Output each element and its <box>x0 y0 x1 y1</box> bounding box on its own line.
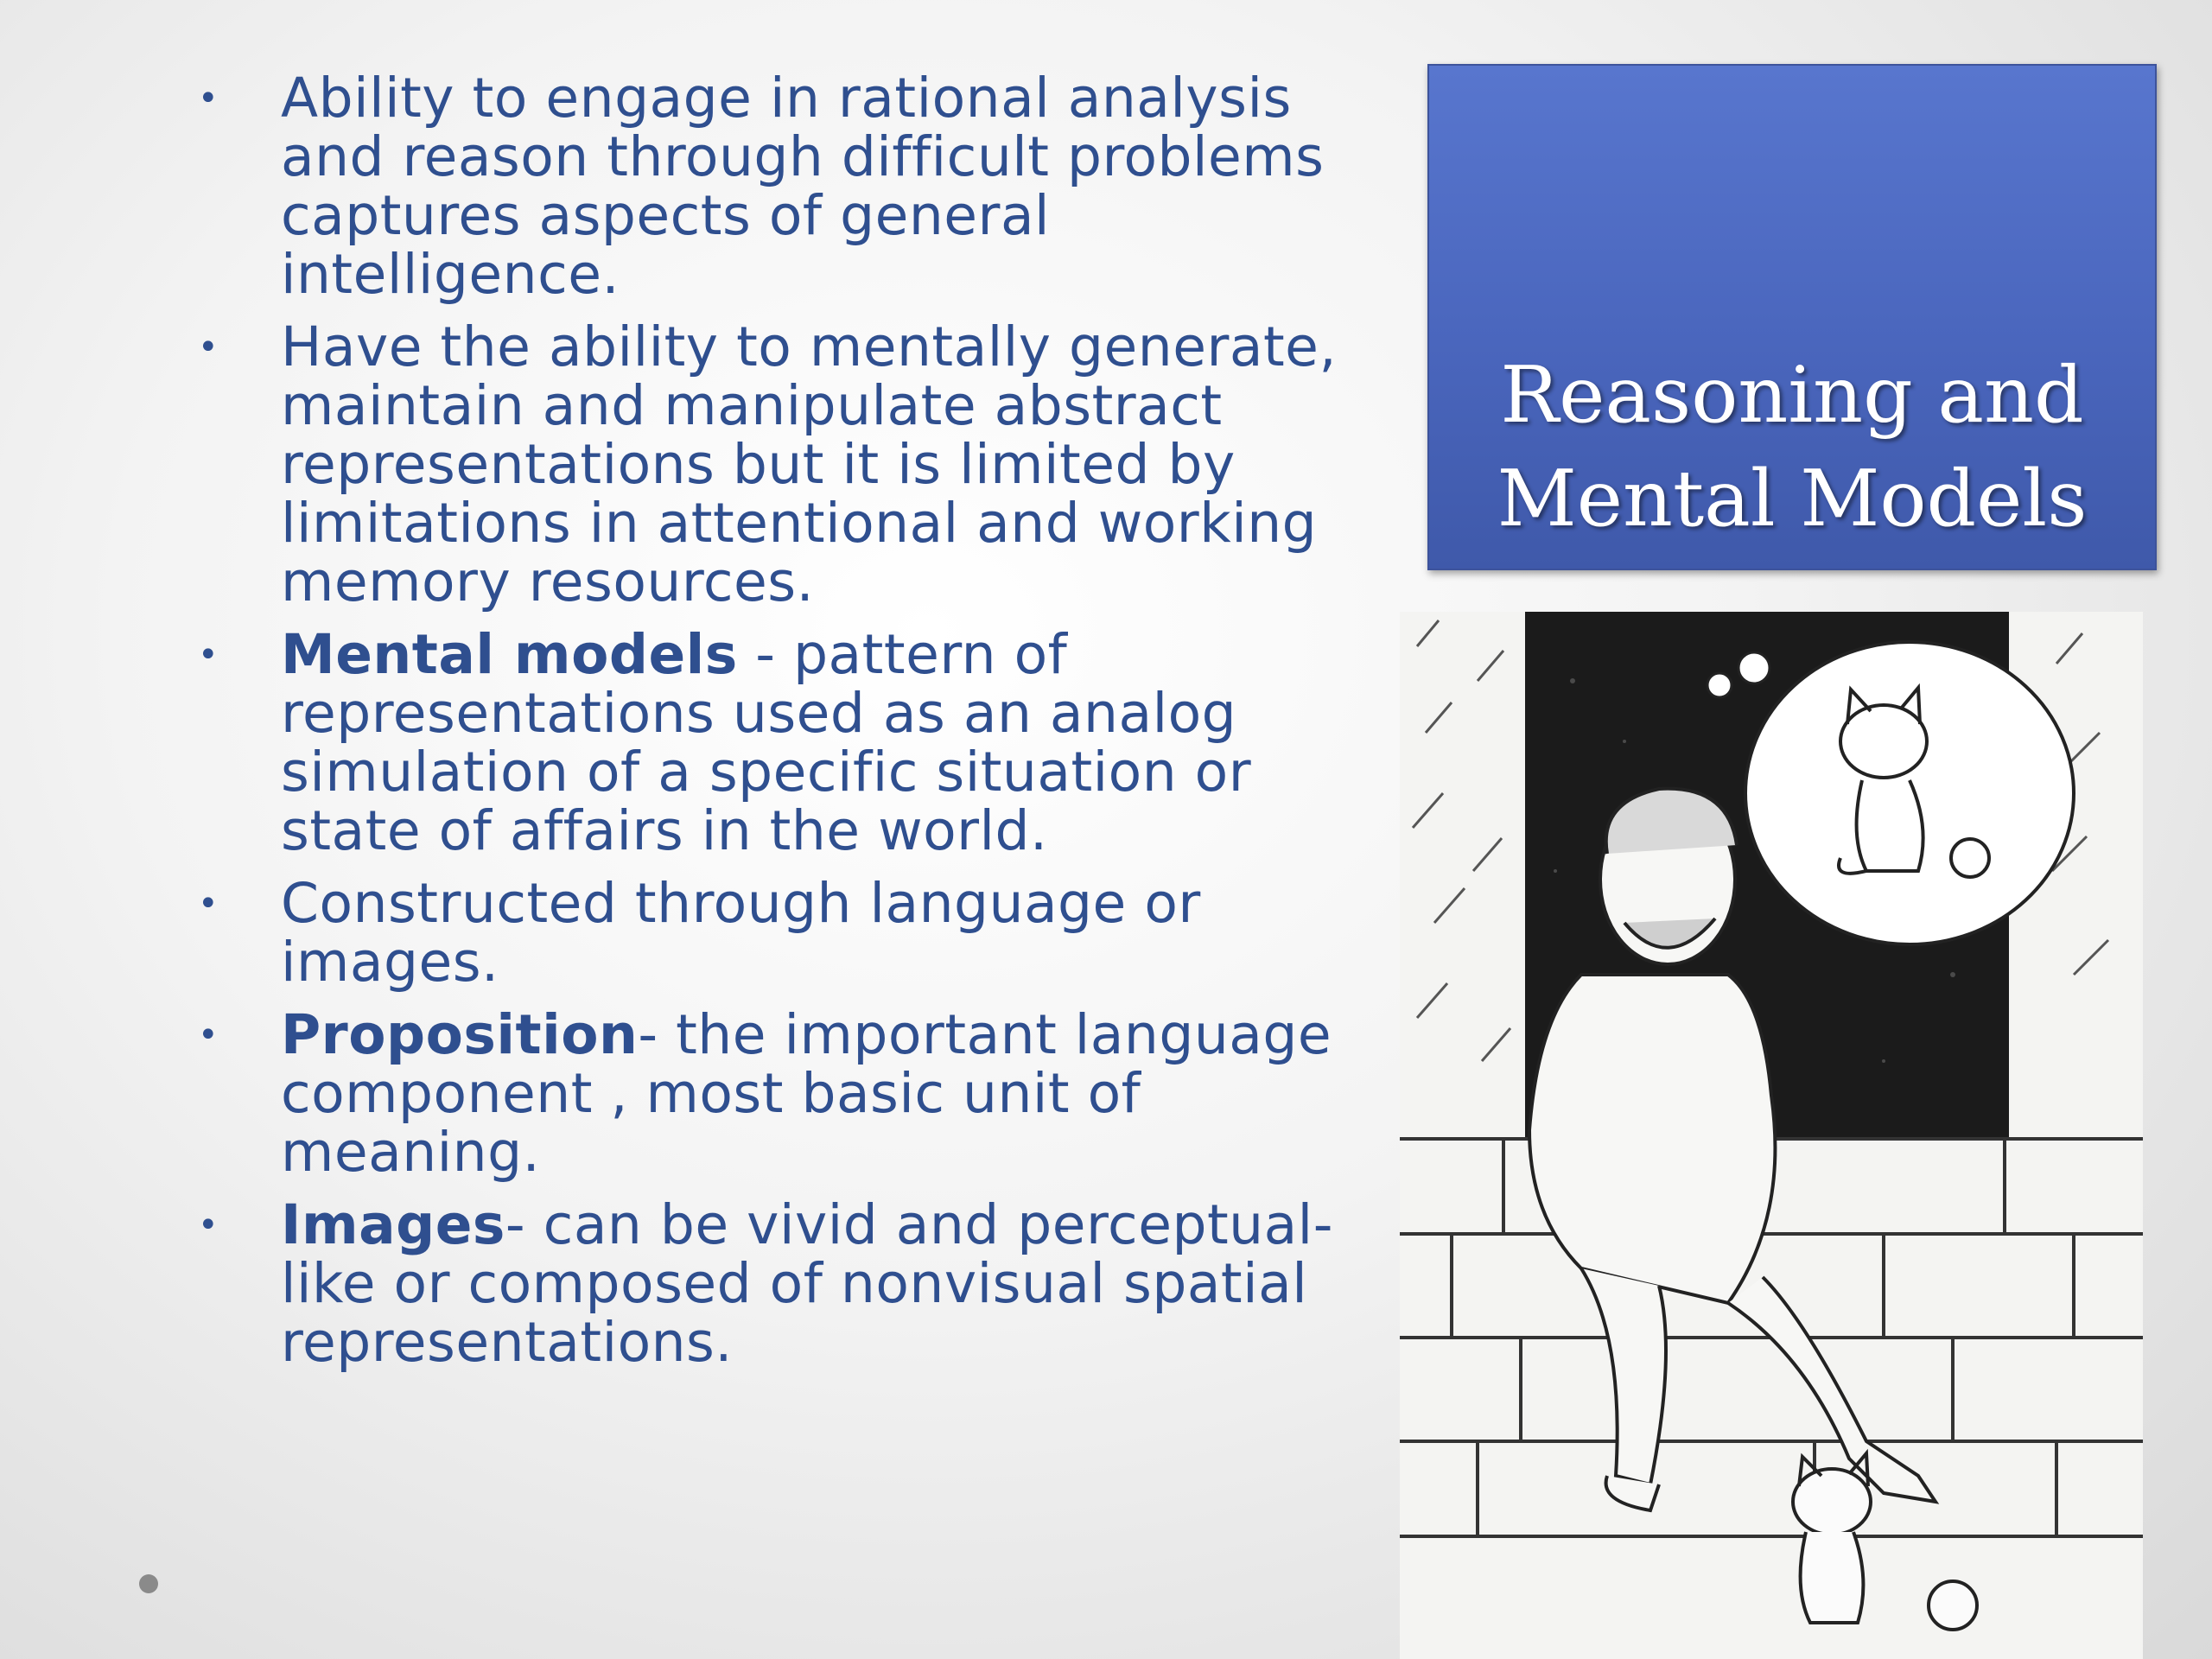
bullet-item-4: • Constructed through language or images… <box>186 874 1378 992</box>
man-figure <box>1527 786 1940 1513</box>
thought-bubble <box>1744 640 2075 946</box>
slide-title: Reasoning and Mental Models <box>1497 344 2088 551</box>
bullet-item-6: • Images- can be vivid and perceptual-li… <box>186 1196 1378 1372</box>
slide-title-box: Reasoning and Mental Models <box>1427 64 2157 570</box>
bullet-text-2: Have the ability to mentally generate, m… <box>281 315 1337 613</box>
bullet-bold-6: Images <box>281 1193 505 1256</box>
bullet-text-4: Constructed through language or images. <box>281 872 1201 994</box>
bullet-item-5: • Proposition- the important language co… <box>186 1006 1378 1182</box>
bullet-bold-5: Proposition <box>281 1003 639 1066</box>
bullet-bold-3: Mental models <box>281 623 738 686</box>
thinking-man-illustration <box>1400 612 2143 1659</box>
bullet-text-1: Ability to engage in rational analysis a… <box>281 67 1325 306</box>
bullet-dot-icon: • <box>198 635 219 675</box>
bullet-text-3: - pattern of representations used as an … <box>281 623 1252 862</box>
bullet-dot-icon: • <box>198 884 219 924</box>
bullet-text-6: - can be vivid and perceptual-like or co… <box>281 1193 1333 1374</box>
bullet-dot-icon: • <box>198 327 219 367</box>
slide-marker-dot <box>139 1574 158 1593</box>
bullet-item-1: • Ability to engage in rational analysis… <box>186 69 1378 304</box>
bullet-dot-icon: • <box>198 79 219 118</box>
thought-cat <box>1837 683 1991 879</box>
bullet-dot-icon: • <box>198 1015 219 1055</box>
slide-title-line-1: Reasoning and <box>1500 350 2084 441</box>
bullet-dot-icon: • <box>198 1205 219 1245</box>
real-cat <box>1791 1448 1979 1631</box>
illustration-drawing <box>1400 612 2143 1631</box>
bullet-item-3: • Mental models - pattern of representat… <box>186 626 1378 861</box>
bullet-text-5: - the important language component , mos… <box>281 1003 1332 1184</box>
bullet-item-2: • Have the ability to mentally generate,… <box>186 318 1378 612</box>
bullet-list: • Ability to engage in rational analysis… <box>186 69 1378 1386</box>
slide-title-line-2: Mental Models <box>1497 454 2088 544</box>
